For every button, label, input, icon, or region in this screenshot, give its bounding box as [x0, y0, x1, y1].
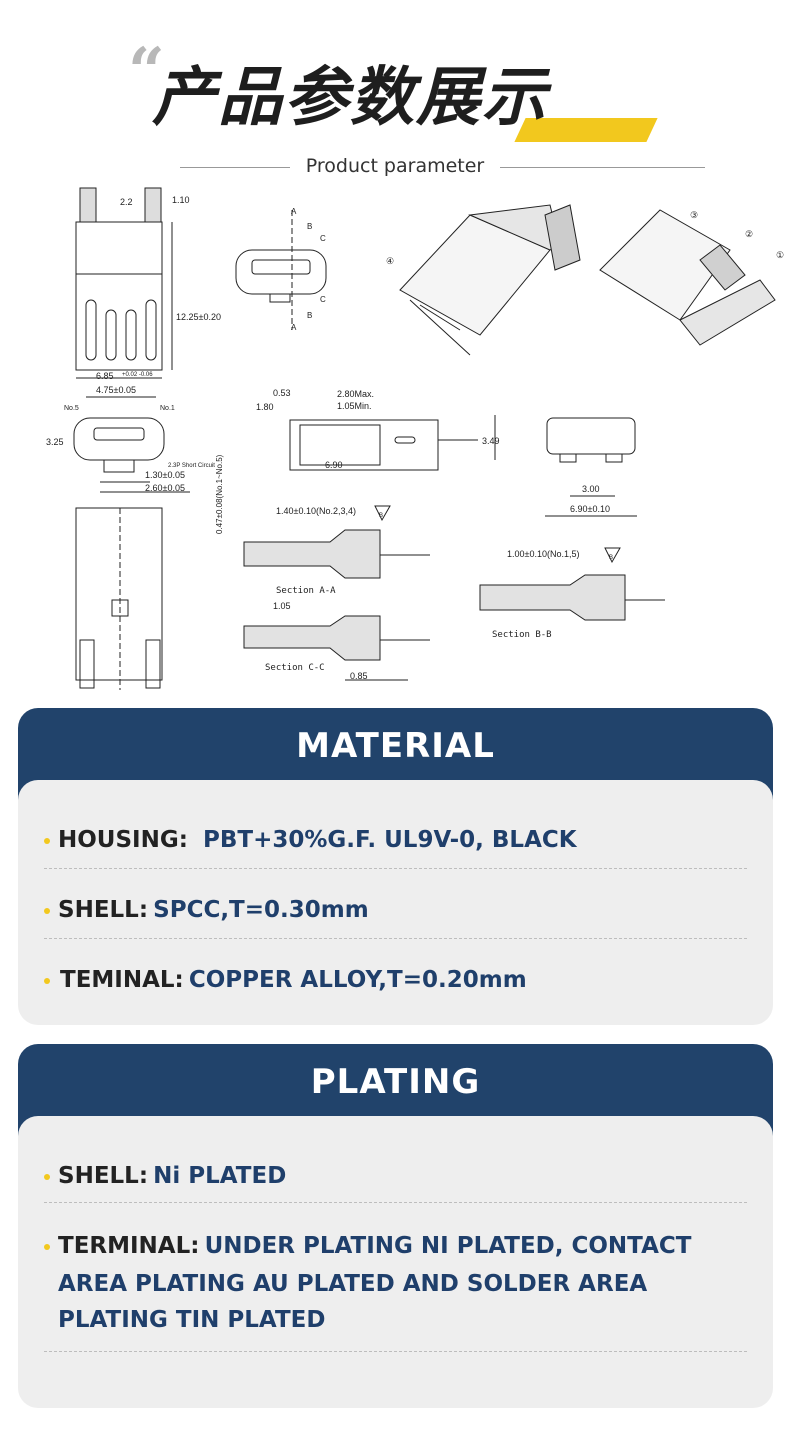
dim-12-25: 12.25±0.20	[176, 312, 221, 322]
plating-terminal-value-line3: PLATING TIN PLATED	[58, 1307, 326, 1333]
material-item-housing: HOUSING: PBT+30%G.F. UL9V-0, BLACK	[44, 820, 747, 869]
marker-b-top: B	[307, 222, 312, 231]
terminal-value: COPPER ALLOY,T=0.20mm	[188, 967, 527, 993]
label-short-circuit: 2.3P Short Circuit	[168, 463, 215, 469]
plating-heading: PLATING	[310, 1062, 481, 1102]
dim-3-49: 3.49	[482, 436, 500, 446]
tag-b-1: B	[379, 513, 383, 519]
bullet-icon	[44, 838, 50, 844]
dim-1-40: 1.40±0.10(No.2,3,4)	[276, 506, 356, 516]
dim-6-90-tol: 6.90±0.10	[570, 504, 610, 514]
callout-1: ①	[776, 250, 784, 260]
tag-b-2: B	[609, 555, 613, 561]
callout-3: ③	[690, 210, 698, 220]
material-heading: MATERIAL	[296, 726, 495, 766]
terminal-label: TEMINAL:	[60, 967, 184, 993]
page-header: “ 产品参数展示 Product parameter	[0, 0, 790, 185]
plating-section: PLATING SHELL: Ni PLATED TERMINAL: UNDER…	[18, 1044, 773, 1409]
label-section-bb: Section B-B	[492, 630, 552, 640]
bullet-icon	[44, 908, 50, 914]
subtitle-rule-left	[180, 167, 290, 168]
dim-3-25: 3.25	[46, 437, 64, 447]
dim-6-85-tol: +0.02 -0.06	[122, 372, 153, 378]
label-no5: No.5	[64, 405, 79, 412]
bullet-icon	[44, 1174, 50, 1180]
housing-value: PBT+30%G.F. UL9V-0, BLACK	[203, 827, 577, 853]
dim-1-30: 1.30±0.05	[145, 470, 185, 480]
shell-label: SHELL:	[58, 897, 149, 923]
quote-mark: “	[128, 34, 165, 109]
callout-2: ②	[745, 229, 753, 239]
shell-value: SPCC,T=0.30mm	[153, 897, 369, 923]
dim-1-80: 1.80	[256, 402, 274, 412]
dim-4-75: 4.75±0.05	[96, 385, 136, 395]
label-no1: No.1	[160, 405, 175, 412]
dim-1-10: 1.10	[172, 195, 190, 205]
plating-terminal-value-line1: UNDER PLATING NI PLATED, CONTACT	[204, 1233, 692, 1259]
callout-4: ④	[386, 256, 394, 266]
marker-c-bottom: C	[320, 295, 326, 304]
plating-panel: SHELL: Ni PLATED TERMINAL: UNDER PLATING…	[18, 1116, 773, 1408]
housing-label: HOUSING:	[58, 827, 188, 853]
dim-6-90: 6.90	[325, 460, 343, 470]
marker-a-bottom: A	[291, 323, 297, 332]
technical-drawing: 2.2 1.10 12.25±0.20 6.85 +0.02 -0.06 4.7…	[46, 187, 784, 690]
material-item-terminal: TEMINAL: COPPER ALLOY,T=0.20mm	[44, 960, 747, 1008]
material-item-shell: SHELL: SPCC,T=0.30mm	[44, 890, 747, 939]
plating-shell-value: Ni PLATED	[153, 1163, 287, 1189]
dim-2-2: 2.2	[120, 197, 133, 207]
subtitle-rule-right	[500, 167, 705, 168]
dim-2-60: 2.60±0.05	[145, 483, 185, 493]
marker-c-top: C	[320, 234, 326, 243]
dim-1-05: 1.05	[273, 601, 291, 611]
marker-b-bottom: B	[307, 311, 312, 320]
plating-shell-label: SHELL:	[58, 1163, 149, 1189]
plating-item-terminal: TERMINAL: UNDER PLATING NI PLATED, CONTA…	[44, 1228, 747, 1352]
material-section: MATERIAL HOUSING: PBT+30%G.F. UL9V-0, BL…	[18, 708, 773, 1028]
dim-0-53: 0.53	[273, 388, 291, 398]
marker-a-top: A	[291, 207, 297, 216]
bullet-icon	[44, 1244, 50, 1250]
label-section-cc: Section C-C	[265, 663, 325, 673]
label-section-aa: Section A-A	[276, 586, 336, 596]
dim-3-00: 3.00	[582, 484, 600, 494]
dim-2-80max: 2.80Max.	[337, 389, 374, 399]
page-subtitle: Product parameter	[305, 155, 485, 177]
dim-1-05min: 1.05Min.	[337, 401, 372, 411]
page-title: 产品参数展示	[152, 61, 548, 135]
dim-0-47: 0.47±0.08(No.1~No.5)	[215, 454, 224, 534]
plating-terminal-label: TERMINAL:	[58, 1233, 200, 1259]
material-panel: HOUSING: PBT+30%G.F. UL9V-0, BLACK SHELL…	[18, 780, 773, 1025]
plating-item-shell: SHELL: Ni PLATED	[44, 1158, 747, 1203]
plating-terminal-value-line2: AREA PLATING AU PLATED AND SOLDER AREA	[58, 1271, 648, 1297]
dim-0-85: 0.85	[350, 671, 368, 681]
bullet-icon	[44, 978, 50, 984]
dim-1-00: 1.00±0.10(No.1,5)	[507, 549, 579, 559]
dim-6-85: 6.85	[96, 371, 114, 381]
